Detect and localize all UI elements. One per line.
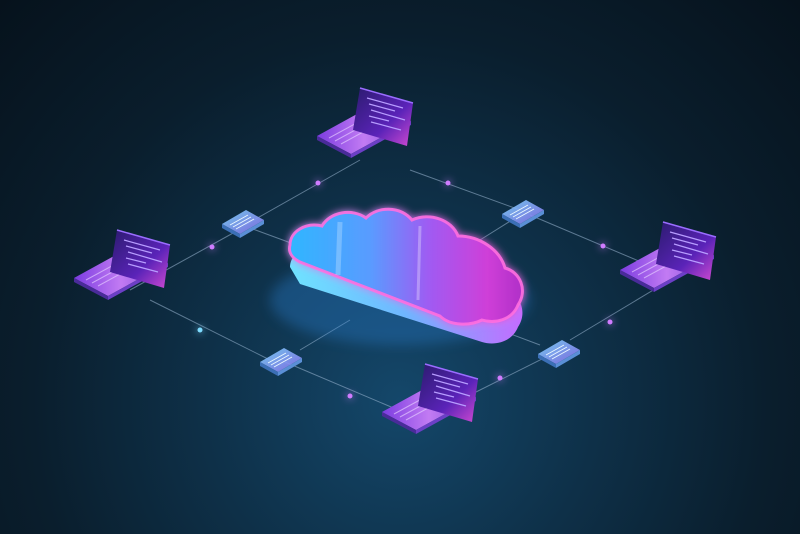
link-line	[244, 159, 361, 226]
node-glow-dot	[497, 375, 503, 381]
node-glow-dot	[445, 180, 451, 186]
laptop-icon	[382, 363, 479, 434]
laptop-icon	[620, 221, 717, 292]
node-glow-dot	[600, 243, 606, 249]
laptop-icon	[74, 229, 171, 300]
server-module-icon	[538, 340, 580, 368]
server-module-icon	[502, 200, 544, 228]
server-module-icon	[260, 348, 302, 376]
link-line	[149, 299, 271, 361]
link-line	[409, 169, 521, 211]
cloud-icon	[270, 207, 530, 345]
node-glow-dot	[607, 319, 613, 325]
node-glow-dot	[209, 244, 215, 250]
server-module-icon	[222, 210, 264, 238]
network-links	[129, 159, 671, 416]
node-glow-dot	[315, 180, 321, 186]
link-line	[284, 361, 411, 416]
node-glow-dot	[197, 327, 203, 333]
node-glow-dot	[347, 393, 353, 399]
network-nodes	[197, 180, 613, 399]
laptop-icon	[317, 87, 414, 158]
